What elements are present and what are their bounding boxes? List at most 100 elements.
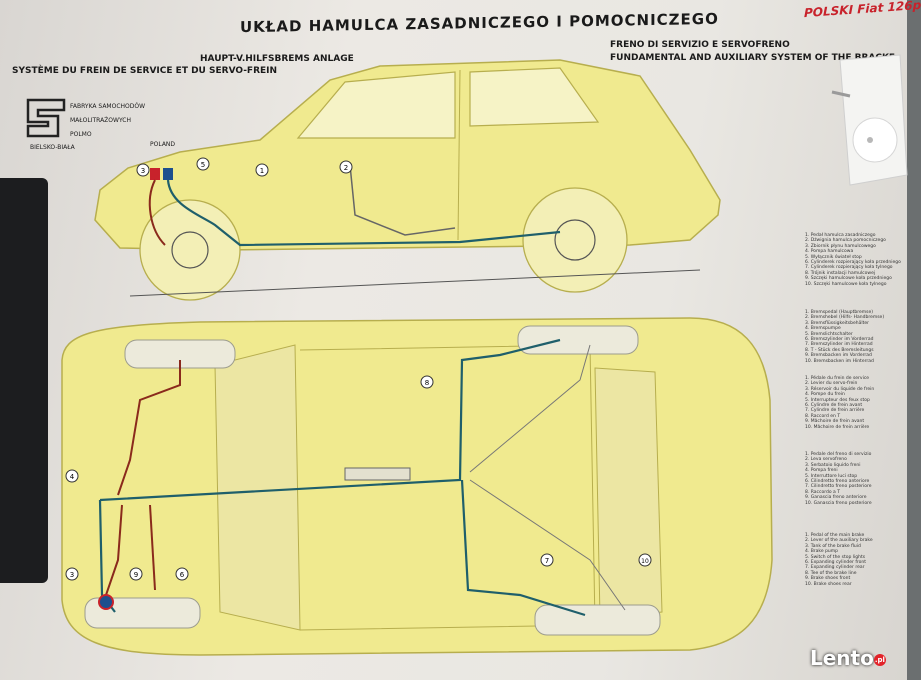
legend-item: 9. Brake shoes front	[805, 576, 851, 582]
handbrake-cable-left	[469, 344, 591, 473]
reservoir-plan	[98, 594, 114, 610]
watermark-suffix-badge: .pl	[873, 653, 886, 666]
legend-item: 2. Bremshebel (Hilfs- Handbremse)	[805, 315, 885, 321]
legend-item: 5. Wyłącznik świateł stop	[805, 254, 862, 260]
callout-8-plan: 8	[420, 375, 434, 389]
callout-label: 10	[641, 558, 649, 565]
handbrake-cable-right	[469, 479, 626, 611]
legend-item: 4. Pompa hamulcowa	[805, 249, 854, 255]
legend-item: 6. Bremszylinder im Vorderrad	[805, 337, 874, 343]
watermark-text: Lento	[810, 646, 874, 670]
rear-left-wheel-plan	[517, 325, 639, 355]
photo-frame-edge	[0, 178, 48, 583]
legend-item: 8. T - Stück des Bremsleitungs	[805, 347, 874, 353]
rear-right-wheel-plan	[534, 604, 661, 636]
legend-item: 9. Ganascia freno anteriore	[805, 495, 867, 501]
legend-item: 3. Serbatoio liquido freni	[805, 462, 861, 468]
fluid-line-9	[149, 504, 156, 591]
legend-item: 3. Tank of the brake fluid	[805, 543, 861, 549]
legend-item: 8. Raccordo a T	[805, 489, 840, 495]
callout-3-side: 3	[136, 163, 150, 177]
legend-item: 3. Réservoir du liquide de frein	[805, 386, 875, 392]
callout-label: 7	[545, 557, 549, 565]
callout-label: 2	[344, 164, 348, 172]
manufacturer-line-2: MAŁOLITRAŻOWYCH	[70, 117, 131, 124]
ground-line	[129, 269, 701, 297]
reservoir-blue-side	[163, 168, 173, 180]
legend-italian: 1. Pedale del freno di servizio 2. Leva …	[805, 452, 872, 506]
wall-plug-prop	[831, 54, 908, 186]
legend-item: 6. Cylindre de frein avant	[805, 403, 863, 409]
legend-item: 4. Pompa freni	[805, 468, 838, 474]
legend-french: 1. Pédale du frein de service 2. Levier …	[805, 376, 874, 430]
poster-title-french: SYSTÈME DU FREIN DE SERVICE ET DU SERVO-…	[12, 66, 278, 76]
poster-title-german: HAUPT-V.HILFSBREMS ANLAGE	[200, 54, 354, 64]
rear-right-brake-line	[460, 479, 586, 617]
callout-7-plan: 7	[540, 553, 554, 567]
side-brake-line	[166, 179, 561, 247]
poster-title-italian: FRENO DI SERVIZIO E SERVOFRENO	[610, 40, 790, 50]
manufacturer-city: BIELSKO-BIAŁA	[30, 144, 75, 151]
legend-item: 7. Bremszylinder im Hinterrad	[805, 342, 873, 348]
manufacturer-line-3: POLMO	[70, 131, 92, 138]
legend-item: 5. Interrupteur des feux stop	[805, 397, 870, 403]
callout-2-side: 2	[339, 160, 353, 174]
manufacturer-line-1: FABRYKA SAMOCHODÓW	[70, 103, 146, 110]
reservoir-red-side	[150, 168, 160, 180]
car-plan-view: 8 4 3 9 6 7 10	[61, 317, 773, 656]
legend-item: 6. Expanding cylinder front	[805, 560, 867, 566]
callout-label: 8	[425, 379, 429, 387]
roof-outline-plan	[299, 344, 596, 631]
door-seam	[457, 69, 461, 241]
legend-item: 10. Szczęki hamulcowe koła tylnego	[805, 281, 887, 287]
front-left-fluid-line	[117, 360, 181, 496]
legend-item: 2. Dźwignia hamulca pomocniczego	[805, 238, 886, 244]
legend-item: 1. Bremspedal (Hauptbremse)	[805, 310, 873, 315]
legend-item: 2. Levier du servo-frein	[805, 381, 858, 387]
watermark: Lento.pl	[810, 646, 886, 670]
manufacturer-country: POLAND	[150, 141, 176, 148]
rear-brake-drum	[554, 219, 596, 261]
side-fluid-line	[148, 179, 166, 246]
legend-item: 4. Bremspumpe	[805, 326, 841, 332]
legend-item: 10. Ganascia freno posteriore	[805, 500, 872, 506]
legend-item: 1. Pedal of the main brake	[805, 533, 865, 538]
callout-label: 4	[70, 473, 75, 481]
legend-item: 4. Brake pump	[805, 549, 839, 555]
front-brake-drum	[171, 231, 209, 269]
legend-item: 5. Interruttore luci stop	[805, 473, 858, 479]
callout-label: 3	[141, 167, 145, 175]
legend-item: 7. Cilindretto freno posteriore	[805, 484, 872, 490]
car-side-view: 1 2 3 5	[94, 59, 721, 301]
callout-label: 5	[201, 161, 205, 169]
rear-wheel	[522, 187, 628, 293]
callout-4-plan: 4	[65, 469, 79, 483]
legend-item: 7. Cylinderek rozpierający koła tylnego	[805, 265, 893, 271]
reservoir-fluid-line	[104, 504, 123, 599]
callout-label: 9	[134, 571, 138, 579]
callout-5-side: 5	[196, 157, 210, 171]
front-wheel	[139, 199, 241, 301]
legend-item: 2. Lever of the auxiliary brake	[805, 538, 873, 544]
legend-item: 3. Zbiornik płynu hamulcowego	[805, 243, 876, 249]
callout-9-plan: 9	[129, 567, 143, 581]
legend-english: 1. Pedal of the main brake 2. Lever of t…	[805, 533, 873, 587]
callout-3-plan: 3	[65, 567, 79, 581]
legend-item: 1. Pedał hamulca zasadniczego	[805, 233, 876, 238]
legend-item: 7. Cylindre de frein arrière	[805, 408, 865, 414]
legend-item: 6. Cylinderek rozpierający koła przednie…	[805, 260, 901, 266]
legend-item: 8. Tee of the brake line	[805, 570, 857, 576]
legend-item: 8. Raccord en T	[805, 413, 841, 419]
legend-item: 10. Bremsbacken im Hinterrad	[805, 358, 874, 364]
front-right-wheel-plan	[84, 597, 201, 629]
callout-label: 6	[180, 571, 185, 579]
legend-item: 3. Bremsflüssigkeitsbehälter	[805, 320, 869, 326]
legend-german: 1. Bremspedal (Hauptbremse) 2. Bremshebe…	[805, 310, 884, 364]
legend-item: 9. Mâchoire de frein avant	[805, 419, 865, 425]
legend-item: 1. Pédale du frein de service	[805, 376, 870, 381]
main-brake-line-plan	[99, 338, 561, 502]
legend-item: 2. Leva servofreno	[805, 457, 847, 463]
legend-item: 5. Switch of the stop lights	[805, 554, 866, 560]
